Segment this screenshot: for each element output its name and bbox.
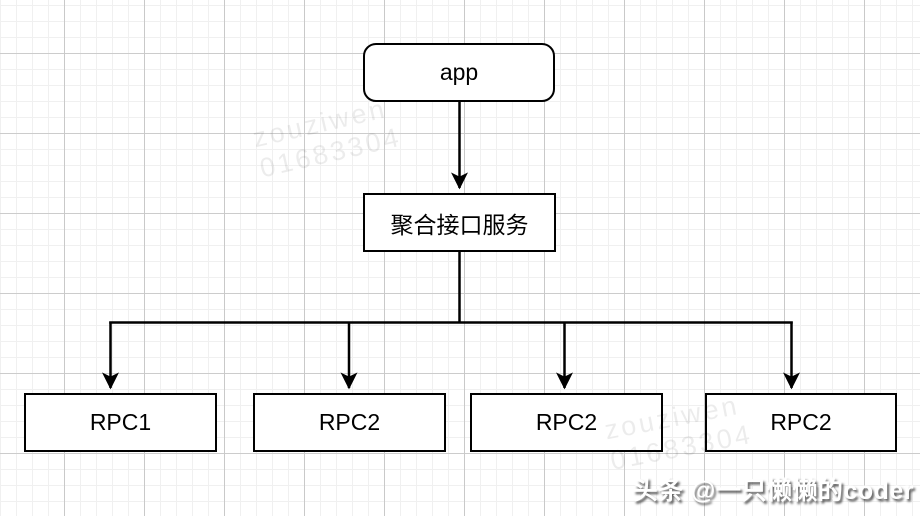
node-rpc2-first-label: RPC2 bbox=[318, 409, 381, 435]
node-rpc1-label: RPC1 bbox=[89, 409, 152, 435]
node-rpc1: RPC1 bbox=[24, 393, 217, 452]
node-rpc2-first: RPC2 bbox=[253, 393, 446, 452]
node-app-label: app bbox=[439, 59, 479, 85]
node-aggregate-service-label: 聚合接口服务 bbox=[390, 211, 529, 238]
node-app: app bbox=[363, 43, 555, 102]
node-rpc2-second-label: RPC2 bbox=[535, 409, 598, 435]
node-rpc2-third: RPC2 bbox=[705, 393, 897, 452]
platform-watermark: 头条 @一只懒懒的coder bbox=[632, 477, 914, 505]
node-aggregate-service: 聚合接口服务 bbox=[363, 193, 556, 252]
node-rpc2-third-label: RPC2 bbox=[770, 409, 832, 435]
node-rpc2-second: RPC2 bbox=[470, 393, 663, 452]
